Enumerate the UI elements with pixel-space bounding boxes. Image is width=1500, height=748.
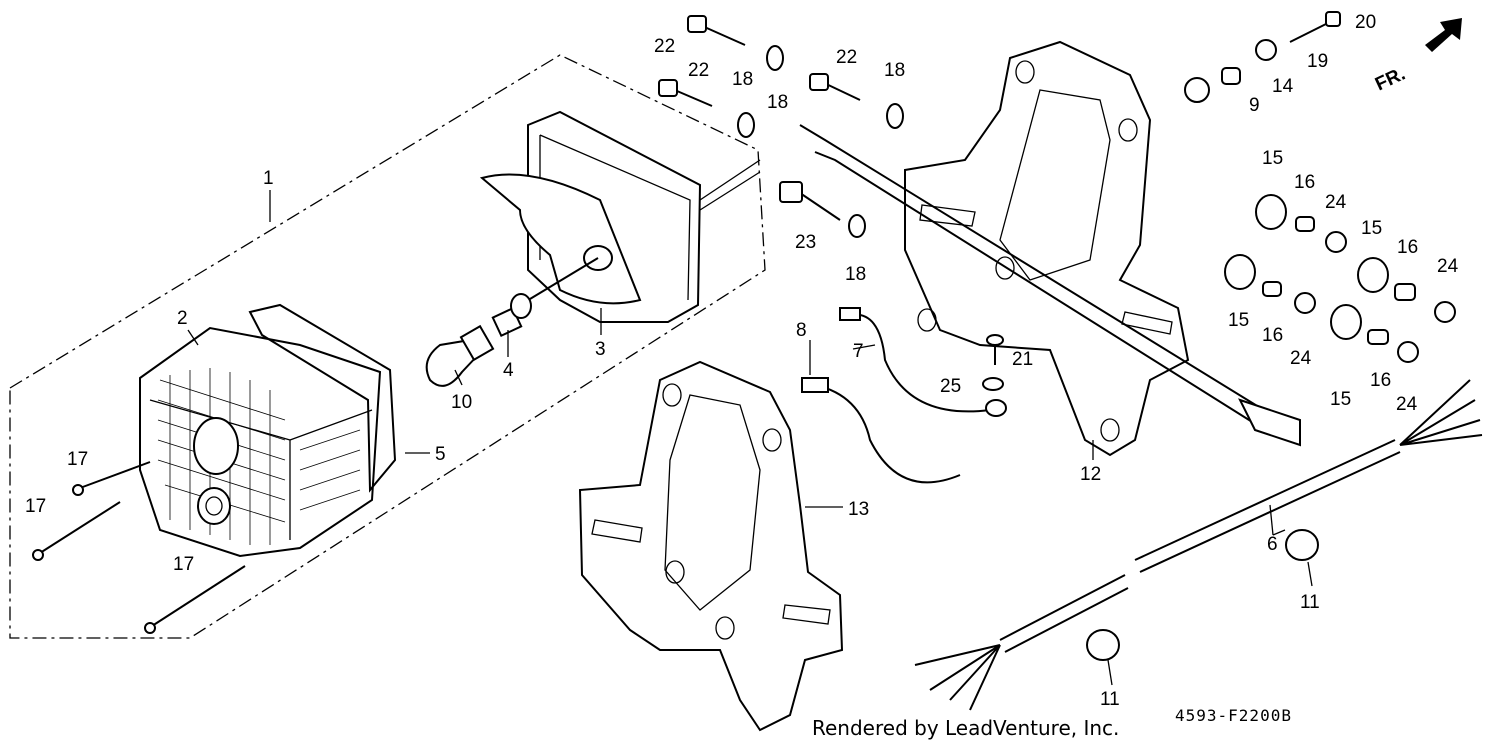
callout-9: 9 [1249, 95, 1260, 116]
callout-18-d: 18 [845, 264, 866, 285]
callout-24-c: 24 [1290, 348, 1312, 369]
bulb-socket [491, 293, 532, 338]
callout-17-b: 17 [25, 496, 46, 517]
callout-16-c: 16 [1262, 325, 1283, 346]
tail-light-lens [139, 326, 382, 558]
callout-16-b: 16 [1397, 237, 1418, 258]
callout-16-a: 16 [1294, 172, 1315, 193]
bracket-13 [578, 360, 844, 732]
callout-6: 6 [1267, 534, 1278, 555]
callout-1: 1 [263, 168, 274, 189]
tail-light-case [479, 110, 761, 323]
callout-24-d: 24 [1396, 394, 1418, 415]
screw-21 [982, 334, 1004, 391]
callout-4: 4 [503, 360, 514, 381]
callout-20: 20 [1355, 12, 1376, 33]
callout-8: 8 [796, 320, 807, 341]
callout-14: 14 [1272, 76, 1294, 97]
callout-22-b: 22 [688, 60, 709, 81]
callout-11-lower: 11 [1100, 689, 1120, 710]
bolts-and-washers [658, 15, 904, 238]
callout-16-d: 16 [1370, 370, 1391, 391]
callout-25: 25 [940, 376, 961, 397]
render-credit: Rendered by LeadVenture, Inc. [812, 716, 1120, 740]
callout-22-a: 22 [654, 36, 675, 57]
assembly-outline-tail-light [9, 54, 766, 639]
callout-7: 7 [853, 341, 864, 362]
callout-24-b: 24 [1437, 256, 1459, 277]
drawing-code: 4593-F2200B [1175, 706, 1292, 725]
callout-5: 5 [435, 444, 446, 465]
callout-12: 12 [1080, 464, 1101, 485]
bulb [425, 324, 495, 387]
rubber-mounts [1184, 11, 1456, 363]
lens-gasket [248, 303, 397, 493]
callout-17-a: 17 [67, 449, 88, 470]
callout-22-c: 22 [836, 47, 857, 68]
callout-11-upper: 11 [1300, 592, 1320, 613]
callout-19: 19 [1307, 51, 1328, 72]
callout-3: 3 [595, 339, 606, 360]
callout-21: 21 [1012, 349, 1033, 370]
bracket-12 [799, 40, 1301, 457]
wire-harness [914, 379, 1483, 711]
callout-18-a: 18 [732, 69, 753, 90]
direction-label: FR. [1372, 63, 1409, 95]
callout-18-c: 18 [884, 60, 905, 81]
callout-15-c: 15 [1228, 310, 1249, 331]
callout-2: 2 [177, 308, 188, 329]
callout-13: 13 [848, 499, 869, 520]
ground-wires [801, 307, 1007, 484]
callout-15-d: 15 [1330, 389, 1351, 410]
screws-17 [32, 461, 246, 634]
callout-15-b: 15 [1361, 218, 1382, 239]
callout-23: 23 [795, 232, 816, 253]
callout-15-a: 15 [1262, 148, 1283, 169]
callout-10: 10 [451, 392, 472, 413]
callout-17-c: 17 [173, 554, 194, 575]
callout-24-a: 24 [1325, 192, 1347, 213]
leader-lines [187, 308, 1313, 686]
forward-arrow-icon: FR. [1372, 18, 1462, 95]
callout-numbers: 1 2 3 4 5 6 7 8 9 10 11 11 12 13 14 15 1… [25, 12, 1459, 710]
callout-18-b: 18 [767, 92, 788, 113]
